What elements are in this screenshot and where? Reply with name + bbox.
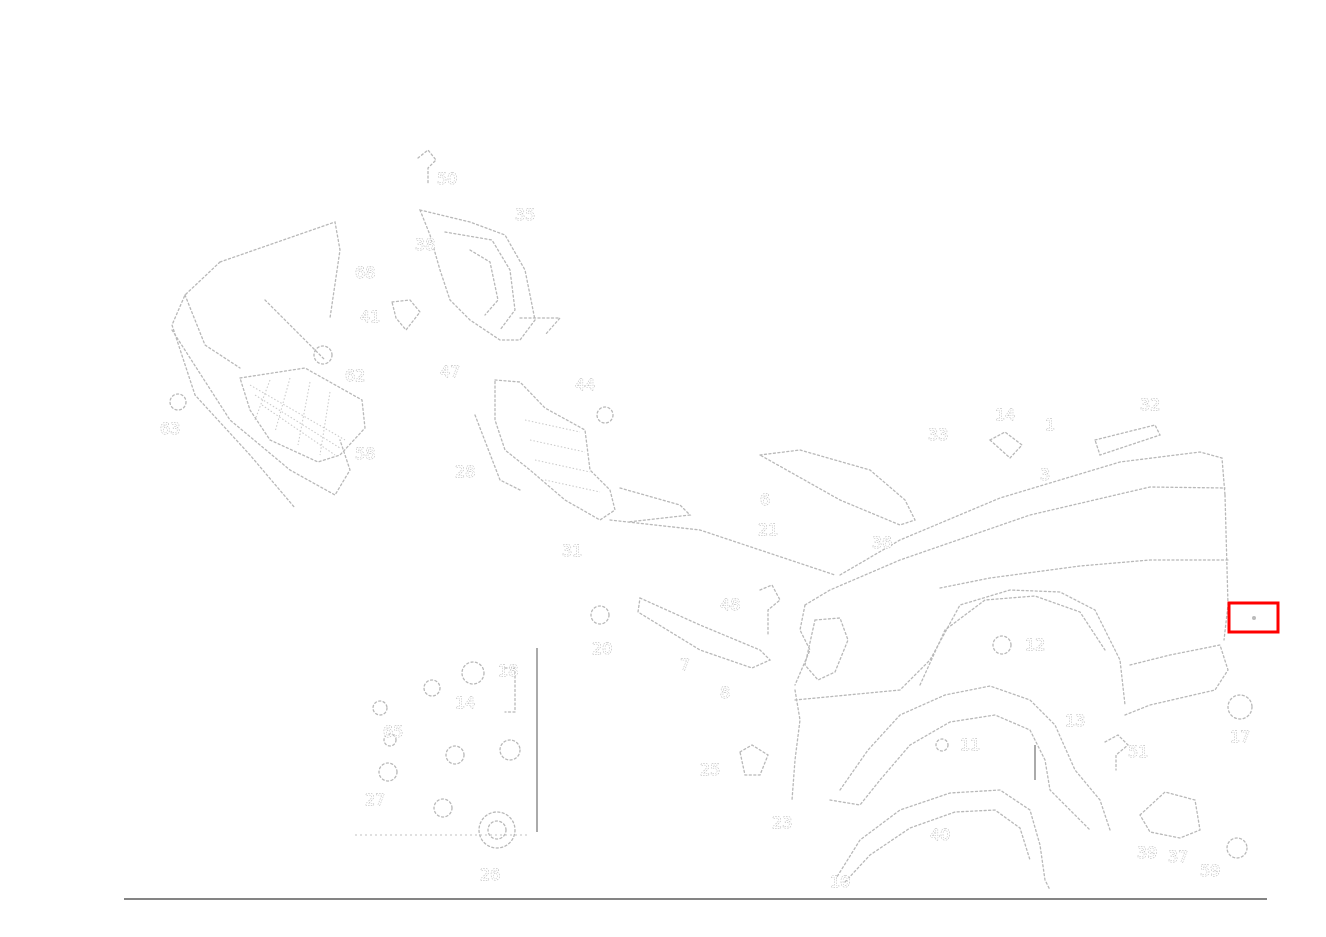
- callout-41: 41: [360, 307, 380, 326]
- callout-3: 3: [1040, 465, 1050, 484]
- callout-44: 44: [575, 375, 595, 394]
- wheel-arch-liner: [829, 685, 1253, 891]
- callout-12: 12: [1025, 635, 1045, 654]
- callout-20: 20: [592, 639, 612, 658]
- callout-62: 62: [345, 366, 365, 385]
- side-trim-bracket: [474, 379, 836, 576]
- callout-11: 11: [960, 735, 980, 754]
- callout-40: 40: [930, 825, 950, 844]
- callout-1: 1: [1045, 415, 1055, 434]
- callout-31: 31: [562, 541, 582, 560]
- callout-6: 6: [760, 490, 770, 509]
- callout-58: 58: [355, 444, 375, 463]
- front-fender-panel: [757, 424, 1229, 716]
- callout-27: 27: [365, 790, 385, 809]
- callout-33: 33: [928, 425, 948, 444]
- callout-13: 13: [1065, 711, 1085, 730]
- callout-35: 35: [515, 205, 535, 224]
- callout-7: 7: [680, 655, 690, 674]
- callout-21: 21: [758, 520, 778, 539]
- callout-17: 17: [1230, 727, 1250, 746]
- callout-28: 28: [455, 462, 475, 481]
- callout-51: 51: [1128, 742, 1148, 761]
- callout-23: 23: [772, 813, 792, 832]
- callout-50: 50: [437, 169, 457, 188]
- callout-14a: 14: [995, 405, 1015, 424]
- callout-8: 8: [720, 683, 730, 702]
- callout-65: 65: [383, 722, 403, 741]
- callout-36: 36: [872, 533, 892, 552]
- small-parts-kit: [355, 648, 538, 849]
- callout-18: 18: [498, 661, 518, 680]
- callout-26: 26: [480, 865, 500, 884]
- callout-47: 47: [440, 362, 460, 381]
- callout-59: 59: [1200, 861, 1220, 880]
- callout-37: 37: [1168, 847, 1188, 866]
- highlight-box: [1227, 601, 1280, 634]
- callout-25: 25: [700, 760, 720, 779]
- tail-light-assembly: [391, 149, 562, 341]
- callout-32: 32: [1140, 395, 1160, 414]
- rear-bumper-assembly: [169, 221, 366, 509]
- callout-14b: 14: [455, 693, 475, 712]
- callout-48: 48: [720, 595, 740, 614]
- callout-38: 38: [415, 235, 435, 254]
- callout-labels: 50 35 38 68 41 62 63 58 47 44 28 31 32 3…: [160, 169, 1251, 892]
- callout-63: 63: [160, 419, 180, 438]
- lower-trim-and-fasteners: [590, 584, 1012, 801]
- highlight-dot: [1252, 616, 1256, 620]
- callout-39: 39: [1137, 843, 1157, 862]
- callout-10: 10: [830, 872, 850, 891]
- callout-68: 68: [355, 263, 375, 282]
